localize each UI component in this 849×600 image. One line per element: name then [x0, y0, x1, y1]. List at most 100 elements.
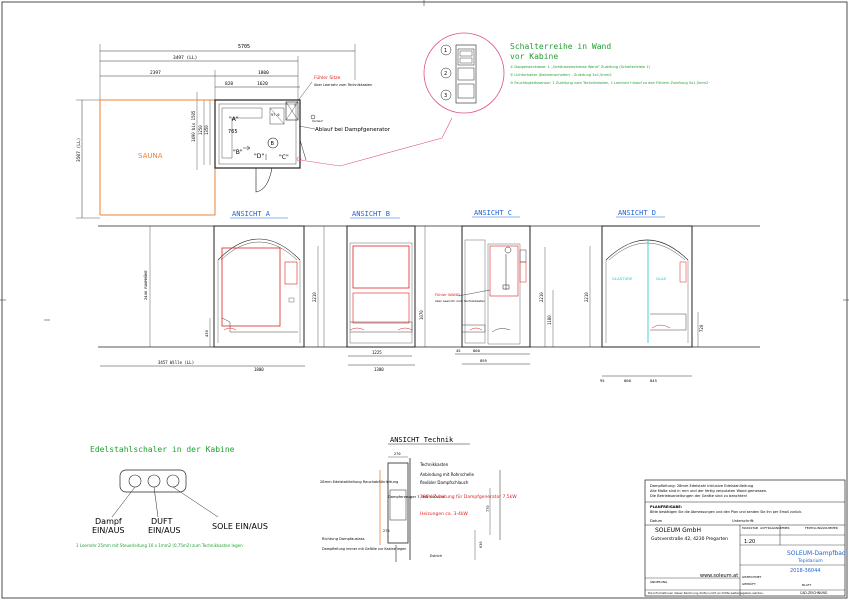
switch-number-3: 3 [444, 93, 447, 99]
duft-label: DUFT [151, 517, 172, 526]
dampf-label: Dampf [95, 517, 122, 526]
technik-dim-2: 770 [486, 506, 490, 513]
room-number: 765 [228, 129, 238, 135]
sensor-c-label: Fühler WAND [435, 292, 460, 297]
title-block: Dampfleitung: 28mm Edelstahl inklusive E… [644, 479, 846, 597]
edelstahl-title: Edelstahlschaler in der Kabine [90, 445, 235, 454]
elevation-views: ANSICHT A ANSICHT B ANSICHT C ANSICHT D … [98, 209, 760, 383]
dim-top-lower: 2397 [150, 70, 161, 76]
switch-panel: 1 2 3 Schalterreihe in Wand vor Kabine ①… [423, 32, 708, 114]
dim-height-a3: 430 [204, 329, 209, 337]
sensor-note: über Leerrohr zum Technikkasten [314, 83, 372, 87]
tb-company: SOLEUM GmbH [655, 527, 701, 534]
dim-1620: 1620 [257, 81, 268, 87]
dim-mid-v3: 1350 [204, 125, 209, 135]
sole-switch [166, 474, 180, 488]
technik-dim-1: 270 [394, 452, 401, 456]
view-b-marker: "B" [233, 149, 243, 156]
technik-view: ANSICHT Technik Technikkasten Anbindung … [320, 436, 517, 562]
dim-bottom-d1: 95 [600, 378, 605, 383]
dim-mid-v1: 1490 bis 1505 [191, 110, 196, 142]
estrich-label: Estrich [430, 554, 442, 558]
sensor-title: Fühler Sitze [314, 75, 341, 81]
dim-bottom-d2: 800 [624, 378, 632, 383]
tb-number: 2018-36044 [790, 568, 820, 574]
edelstahl-switches: Edelstahlschaler in der Kabine Dampf EIN… [76, 445, 268, 548]
glass-label: GLAS [656, 276, 667, 281]
dampf-switch [128, 474, 142, 488]
tb-note-2: Alle Maße sind in mm und der fertig verp… [650, 489, 767, 493]
tb-datum: Datum [650, 519, 663, 523]
tb-planfreigabe-text: Bitte bestätigen Sie die Abmessungen und… [650, 510, 802, 514]
ansicht-d-title: ANSICHT D [618, 209, 656, 217]
sauna-label: SAUNA [138, 152, 163, 160]
ansicht-c-title: ANSICHT C [474, 209, 512, 217]
technik-dim-3: 630 [479, 542, 483, 549]
dim-height-c2: 1180 [547, 315, 552, 325]
generator-label: Dampferzeuger 7,5kW 400V/3x [388, 495, 445, 499]
ansicht-b-title: ANSICHT B [352, 210, 390, 218]
dim-bottom-d3: 845 [650, 378, 657, 383]
edelstahl-note: 1 Leerrohr 25mm mit Steuerleitung 10 x 1… [76, 543, 243, 548]
tb-unterschrift: Unterschrift: [732, 519, 754, 523]
view-d-marker: "D" [254, 153, 264, 160]
technik-note: Dampfleitung immer mit Gefälle zur Kabin… [322, 547, 406, 551]
tb-blatt: BLATT [802, 583, 811, 587]
tb-geprueft: GEPRÜFT [742, 581, 756, 586]
sensor-c-note: über Leerrohr zum Technikkasten [435, 299, 485, 303]
dim-bottom-c1: 45 [456, 348, 461, 353]
dim-overall: 5705 [238, 44, 250, 50]
tb-address: Gutsverstraße 42, 4230 Pregarten [651, 536, 728, 542]
glass-door-label: GLASTÜRE [612, 276, 633, 281]
dim-bottom-c3: 895 [480, 358, 487, 363]
view-a-marker: "A" [229, 116, 239, 123]
leitung-label: 28mm Edelstahlleitung Rauchabführleitung [320, 480, 398, 484]
tb-cad: CAD-ZEICHNUNG [800, 591, 828, 595]
duft-switch [147, 474, 161, 488]
vent-label: Vorlauf [312, 119, 323, 123]
tb-fertigung-label: FERTIGUNGSNUMMER [805, 526, 838, 530]
tb-gezeichnet: GEZEICHNET [742, 575, 762, 579]
ansicht-a-title: ANSICHT A [232, 210, 271, 218]
tb-project-2: Tepidarium [797, 558, 823, 564]
tb-bottom: Die Informationen dieser Zeichnung dürfe… [648, 591, 764, 595]
dim-970: 97.0 [271, 113, 279, 117]
dim-bottom-b3: 1380 [374, 367, 384, 372]
tb-massstab: 1:20 [744, 539, 755, 545]
drain-label: Ablauf bei Dampfgenerator [315, 127, 391, 133]
marker-b: B [271, 141, 275, 147]
anbindung-label: Anbindung mit Rohrschelle [420, 472, 474, 477]
switch-item-3: ③ Feuchtigkeitssensor: 1 Zuleitung vom T… [510, 81, 708, 85]
dampf-label-2: EIN/AUS [92, 526, 125, 535]
tb-note-1: Dampfleitung: 28mm Edelstahl inklusive E… [650, 484, 753, 488]
dim-top-right: 1800 [258, 70, 269, 76]
switch-number-2: 2 [444, 71, 447, 77]
dim-bottom-c2: 800 [473, 348, 481, 353]
tb-project: SOLEUM-Dampfbad [787, 550, 846, 557]
dim-height-d: 2210 [584, 292, 589, 302]
switch-item-1: ① Doppelsteckdose: 1 „Gehäusesteckdose W… [510, 65, 651, 69]
switch-panel-title-2: vor Kabine [510, 52, 558, 61]
tb-aenderung: ÄNDERUNG [650, 579, 668, 584]
dim-820: 820 [225, 81, 233, 87]
dim-height-b: 1070 [419, 310, 424, 320]
dim-bottom-b2: 1225 [372, 350, 382, 355]
dim-left-vert: 3507 (LL) [76, 138, 82, 162]
tb-web: www.soleum.at [700, 573, 738, 579]
duft-label-2: EIN/AUS [148, 526, 181, 535]
switch-item-2: ② Lichtschalter (Kabinenschalter) - Zule… [510, 73, 612, 77]
plan-view: 5705 3497 (LL) 2397 1800 820 1620 3507 (… [76, 44, 453, 219]
tb-note-3: Die Betriebsanleitungen der Geräte sind … [650, 494, 747, 498]
technik-title: ANSICHT Technik [390, 436, 454, 444]
dim-bottom-a: 3457 Wille (LL) [158, 360, 194, 365]
dim-bottom-b1: 1800 [254, 367, 264, 372]
dim-mid-v2: 1250 [198, 125, 203, 135]
dim-height-d2: 720 [699, 324, 704, 332]
zuleitung-label: 380V Zuleitung für Dampfgenerator 7,5kW [420, 494, 517, 500]
dim-height-a: 2440 RAUMHÖHE [143, 270, 148, 300]
tb-planfreigabe: PLANFREIGABE: [650, 505, 683, 509]
technikkasten-label: Technikkasten [419, 462, 449, 467]
